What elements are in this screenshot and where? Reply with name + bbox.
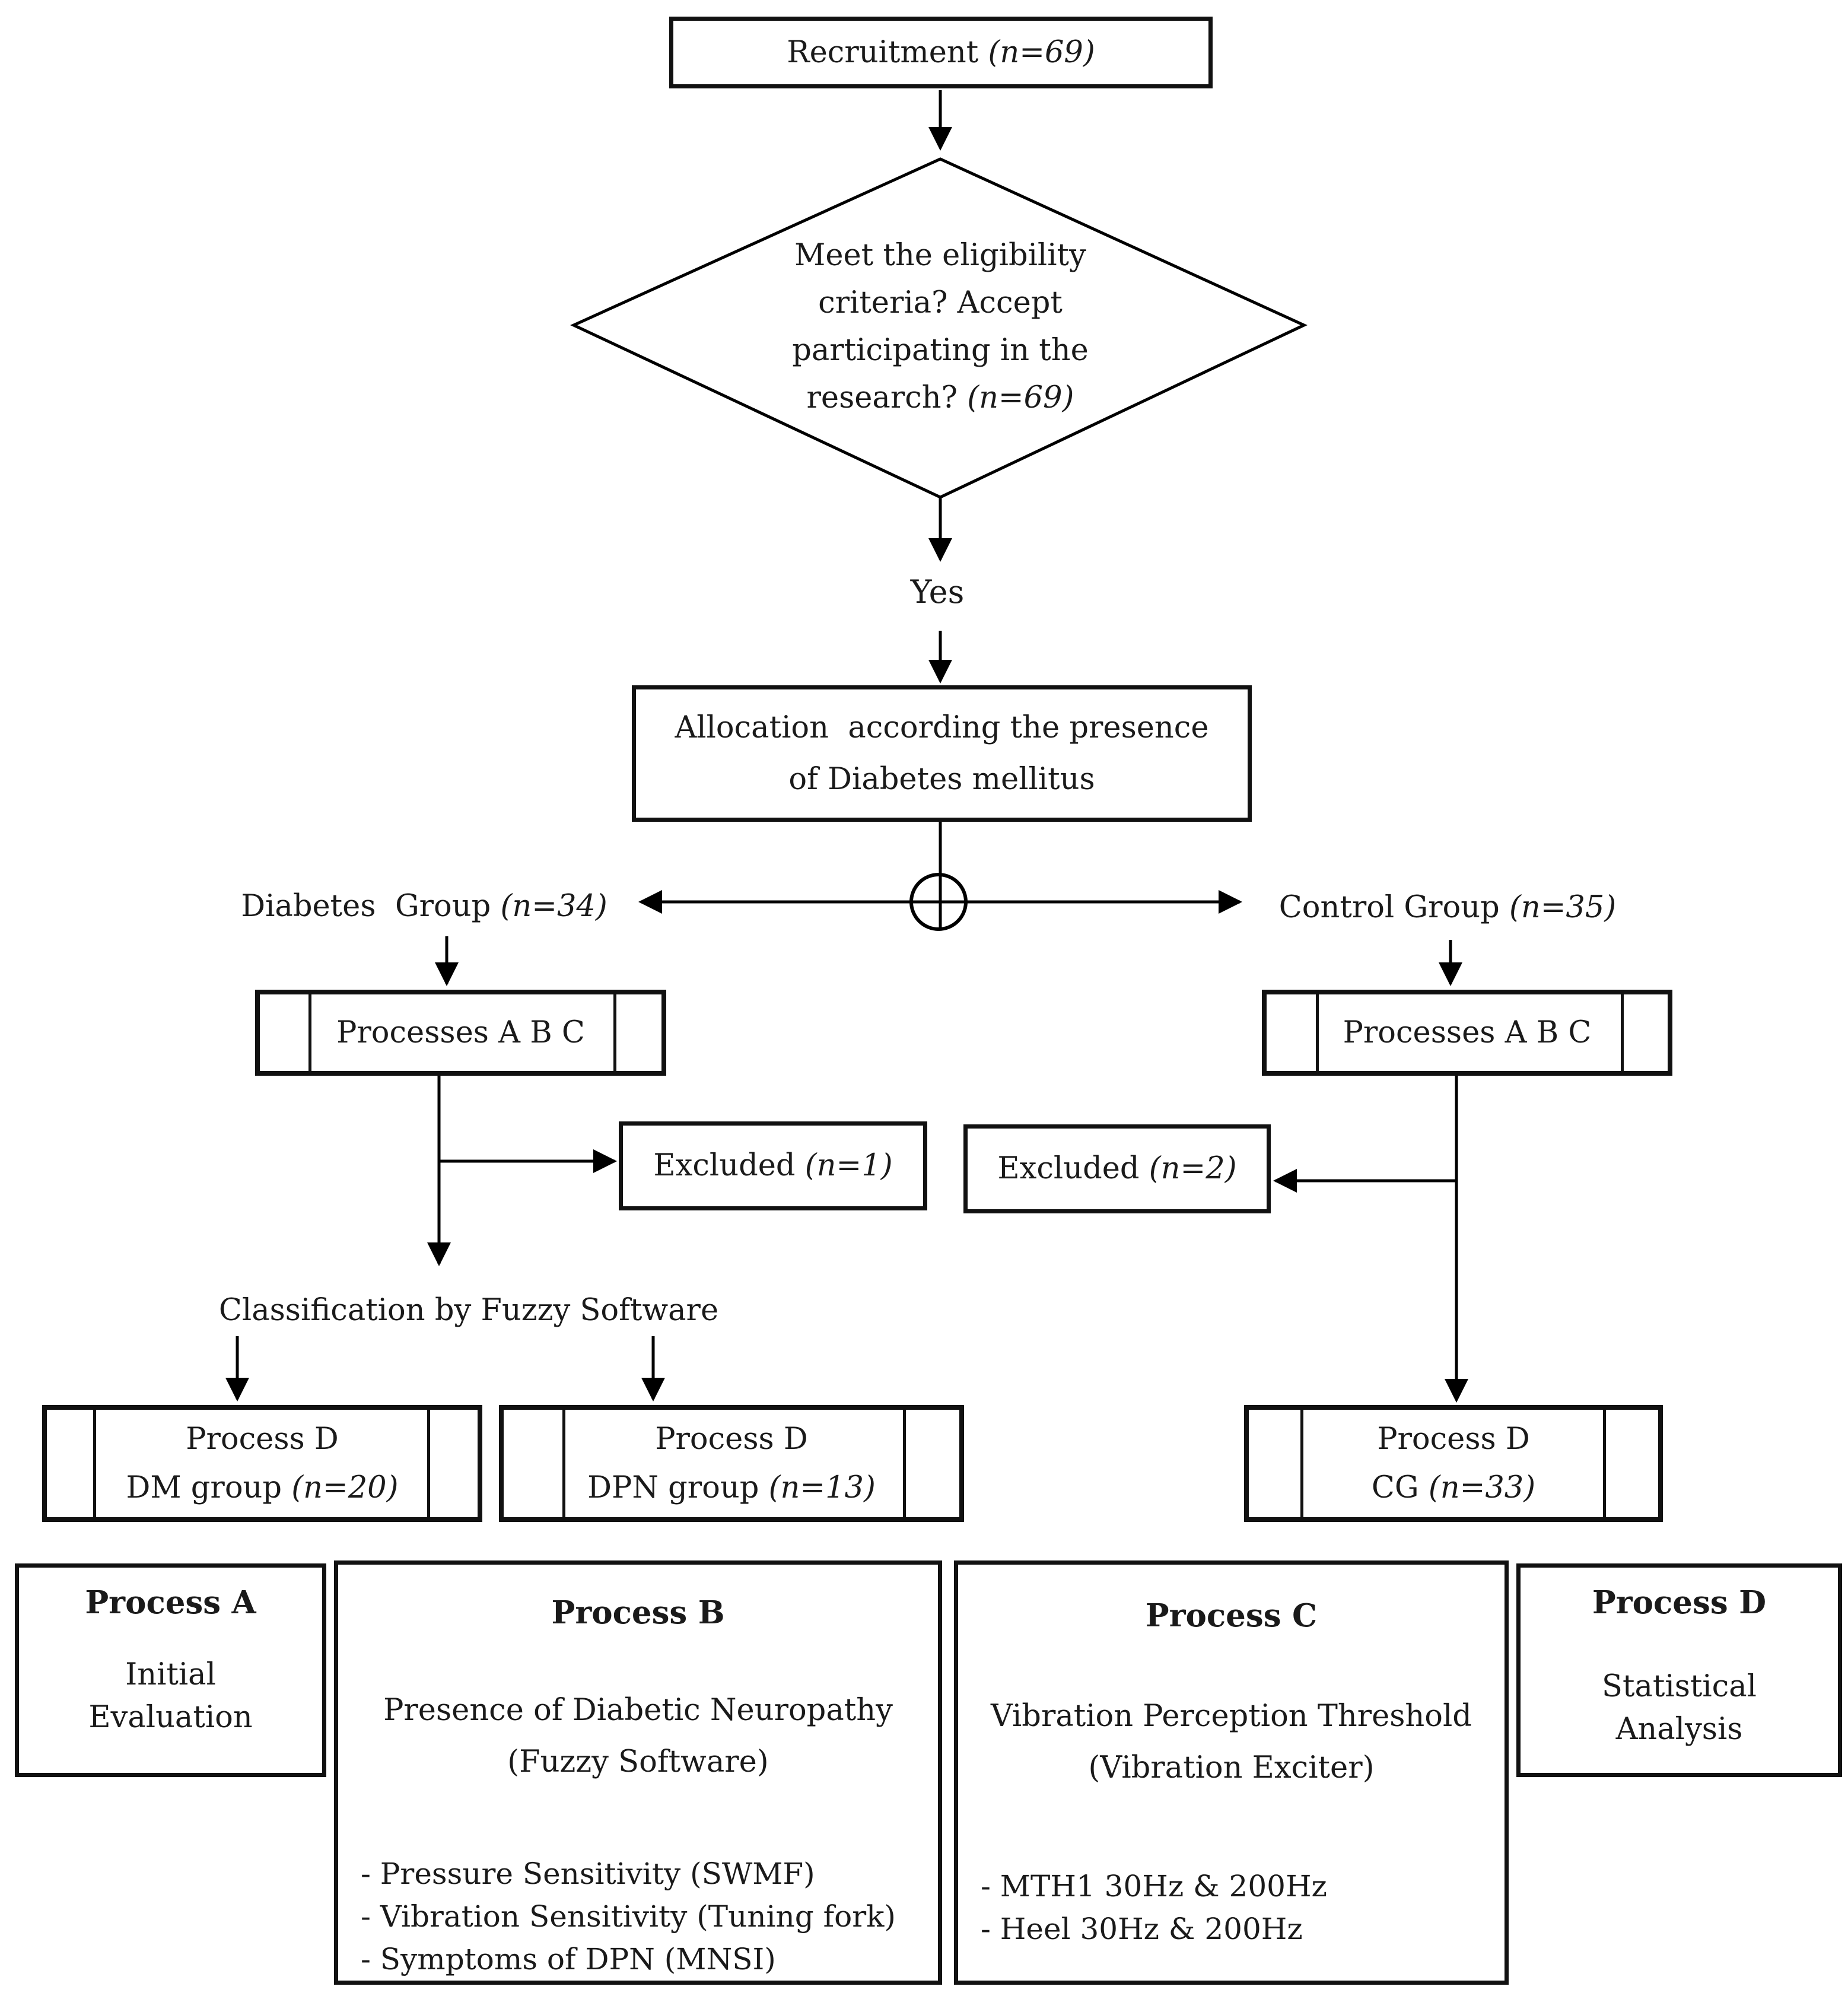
process-b-subtitle: (Fuzzy Software) — [507, 1744, 769, 1779]
process-d-body: Analysis — [1615, 1712, 1743, 1747]
control-group-label: Control Group (n=35) — [1278, 890, 1617, 925]
predefined-process-side-bar — [308, 994, 311, 1071]
recruitment-box: Recruitment (n=69) — [669, 17, 1213, 88]
recruitment-label: Recruitment (n=69) — [787, 34, 1095, 70]
process-d-body: Statistical — [1602, 1669, 1757, 1704]
process-c-subtitle: (Vibration Exciter) — [1088, 1750, 1375, 1785]
predefined-process-side-bar — [613, 994, 616, 1071]
eligibility-line: criteria? Accept — [818, 285, 1063, 320]
predefined-process-side-bar — [903, 1410, 906, 1517]
bullet-item: - Vibration Sensitivity (Tuning fork) — [361, 1899, 896, 1934]
predefined-process-side-bar — [1300, 1410, 1303, 1517]
predefined-process-side-bar — [562, 1410, 565, 1517]
process-a-legend-box: Process A Initial Evaluation — [15, 1563, 326, 1777]
predefined-process-side-bar — [427, 1410, 430, 1517]
process-d-legend-box: Process D Statistical Analysis — [1516, 1563, 1842, 1777]
process-c-subtitle: Vibration Perception Threshold — [991, 1699, 1472, 1734]
process-b-bullet-list: - Pressure Sensitivity (SWMF) - Vibratio… — [338, 1852, 938, 1981]
diabetes-group-label: Diabetes Group (n=34) — [241, 889, 607, 924]
process-a-body: Initial — [125, 1657, 216, 1692]
decision-diamond-shape — [570, 157, 1308, 499]
process-d-title: Process D — [1592, 1584, 1767, 1621]
process-c-legend-box: Process C Vibration Perception Threshold… — [954, 1560, 1509, 1985]
bullet-item: - Pressure Sensitivity (SWMF) — [361, 1857, 815, 1891]
yes-label: Yes — [910, 573, 965, 611]
eligibility-line: participating in the — [792, 333, 1089, 368]
allocation-line: of Diabetes mellitus — [788, 762, 1095, 797]
process-a-title: Process A — [85, 1584, 256, 1621]
process-b-subtitle: Presence of Diabetic Neuropathy — [383, 1692, 893, 1728]
predefined-process-side-bar — [1603, 1410, 1606, 1517]
predefined-process-side-bar — [1621, 994, 1624, 1071]
excluded-n1-box: Excluded (n=1) — [619, 1121, 927, 1210]
bullet-item: - MTH1 30Hz & 200Hz — [981, 1869, 1327, 1903]
eligibility-line: research? (n=69) — [806, 380, 1074, 415]
bullet-item: - Symptoms of DPN (MNSI) — [361, 1942, 776, 1976]
predefined-process-side-bar — [1316, 994, 1319, 1071]
process-d-cg-box: Process D CG (n=33) — [1244, 1405, 1663, 1522]
process-b-legend-box: Process B Presence of Diabetic Neuropath… — [334, 1560, 942, 1985]
excluded-n2-box: Excluded (n=2) — [963, 1124, 1271, 1213]
predefined-process-side-bar — [93, 1410, 96, 1517]
eligibility-decision: Meet the eligibility criteria? Accept pa… — [614, 232, 1267, 422]
eligibility-line: Meet the eligibility — [794, 238, 1086, 273]
allocation-line: Allocation according the presence — [675, 710, 1209, 745]
process-c-bullet-list: - MTH1 30Hz & 200Hz - Heel 30Hz & 200Hz — [958, 1865, 1505, 1950]
processes-abc-left-box: Processes A B C — [255, 990, 666, 1076]
allocation-box: Allocation according the presence of Dia… — [632, 685, 1252, 822]
bullet-item: - Heel 30Hz & 200Hz — [981, 1912, 1303, 1946]
classification-label: Classification by Fuzzy Software — [218, 1293, 719, 1328]
process-d-dpn-group-box: Process D DPN group (n=13) — [499, 1405, 964, 1522]
processes-abc-right-box: Processes A B C — [1262, 990, 1672, 1076]
process-c-title: Process C — [1145, 1597, 1318, 1634]
process-a-body: Evaluation — [88, 1700, 253, 1735]
process-d-dm-group-box: Process D DM group (n=20) — [42, 1405, 482, 1522]
process-b-title: Process B — [551, 1594, 725, 1631]
